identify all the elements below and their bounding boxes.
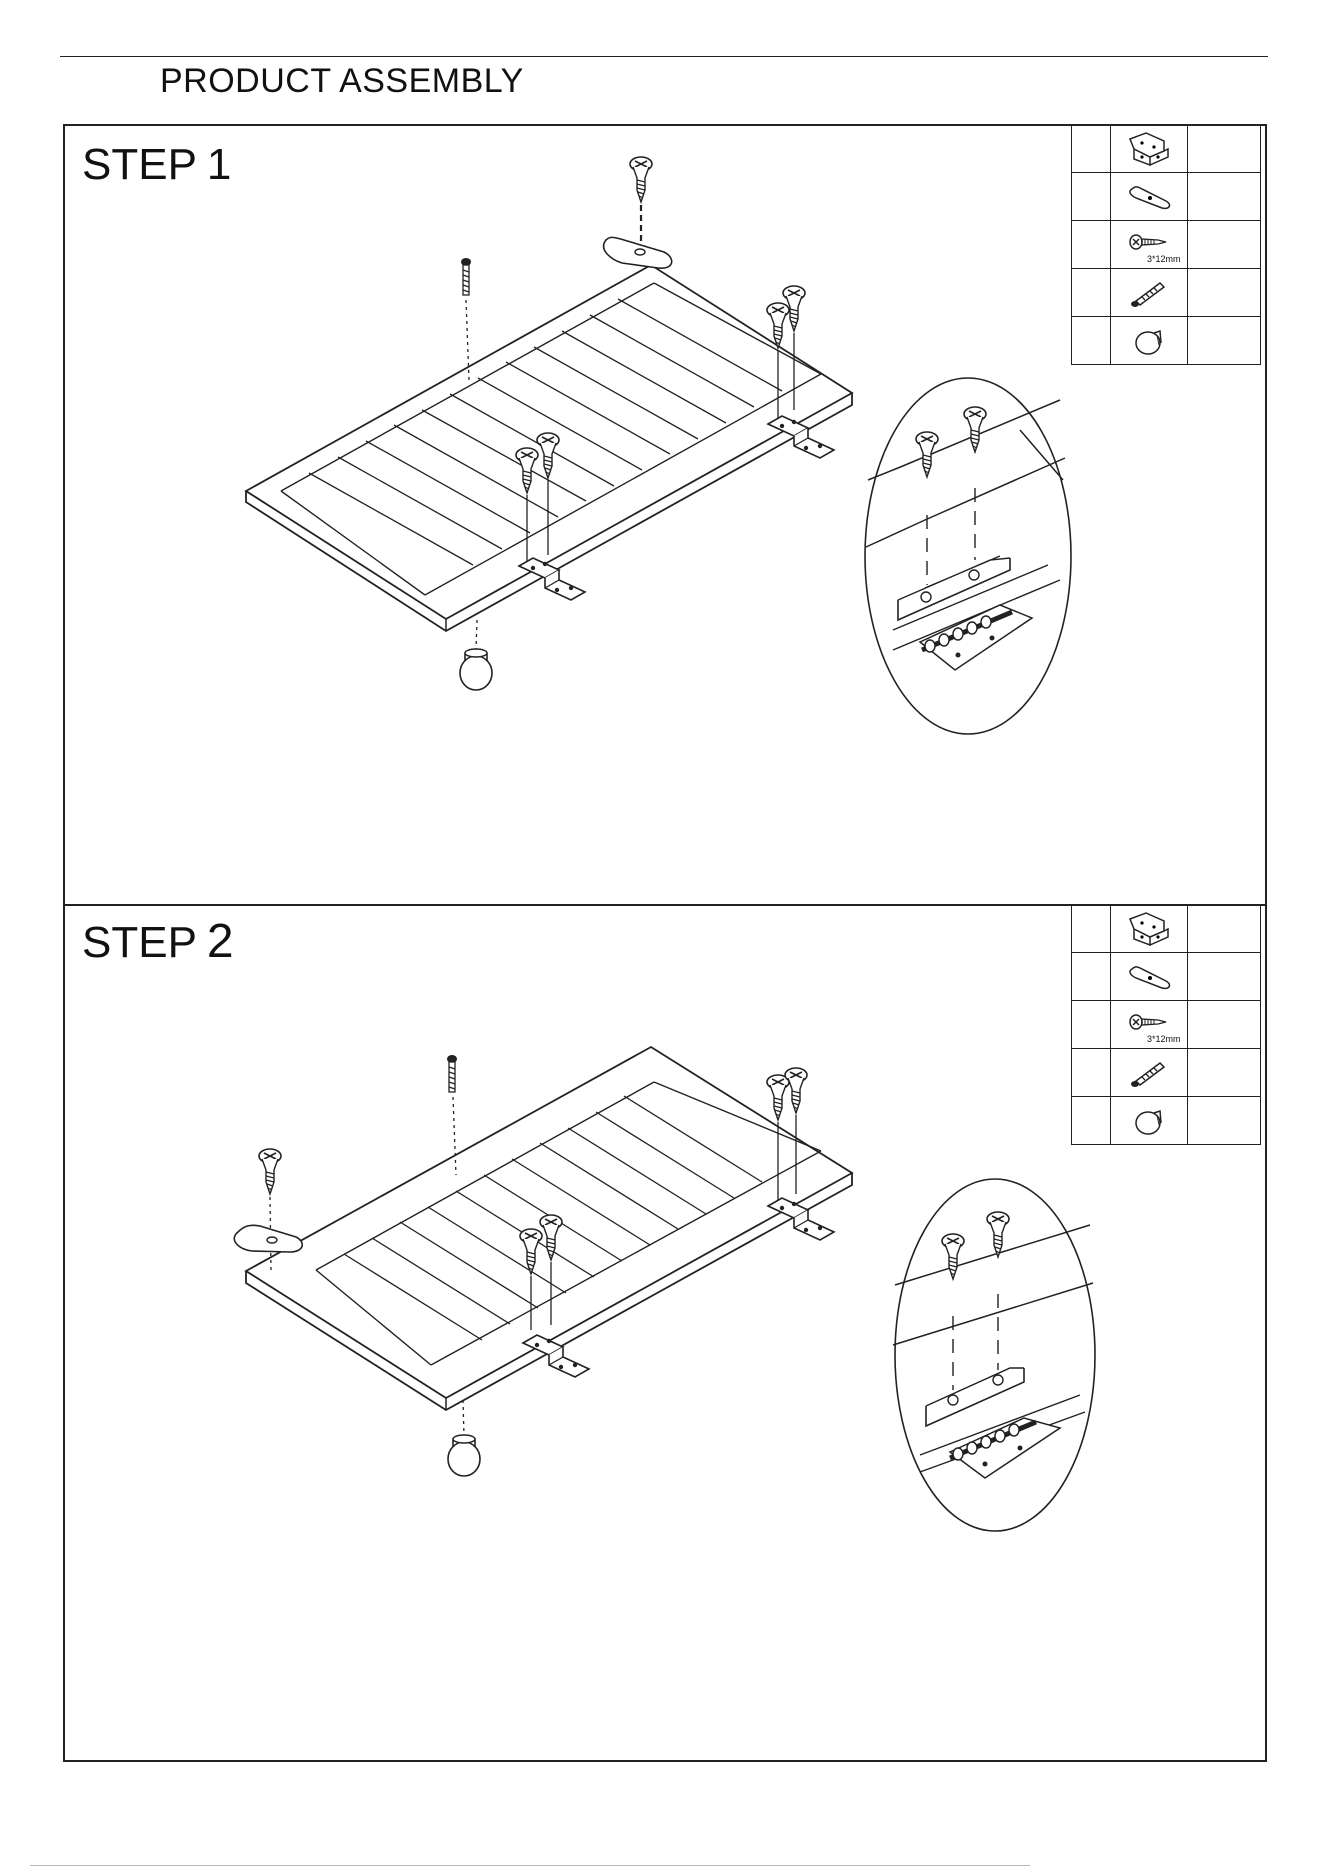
step-1-knob [460,620,492,690]
step-1-bolt [461,258,471,380]
footer-rule [30,1865,1030,1866]
step-2-left-plate [234,1149,302,1270]
step-2-knob [448,1400,480,1476]
step-2-detail-callout [893,1179,1095,1531]
step-1-detail-callout [865,378,1071,734]
step-1-top-plate [604,157,672,268]
